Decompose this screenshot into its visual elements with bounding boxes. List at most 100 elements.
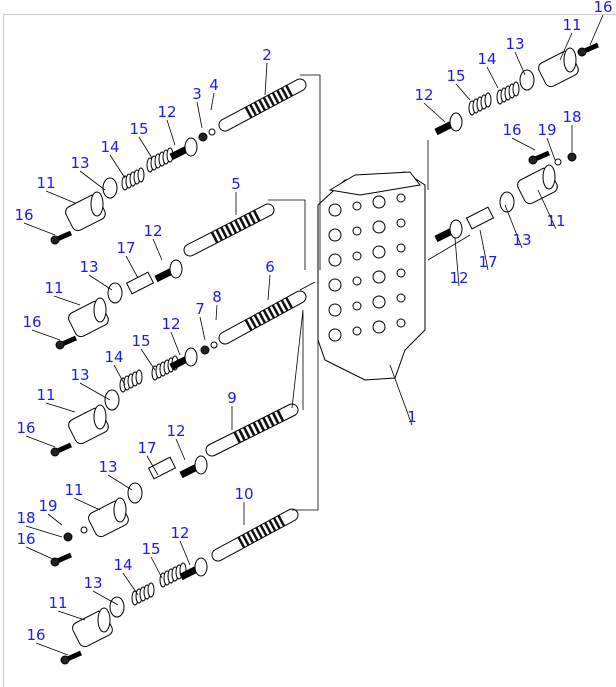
leader-line [486,66,499,89]
spool-land [258,99,267,112]
alignment-line [292,300,319,511]
cap-flange [113,497,127,523]
leader-line [166,119,176,146]
callout-label: 16 [16,530,35,548]
leader-line [546,137,556,161]
callout-label: 12 [143,222,162,240]
spool-land [252,209,261,222]
bolt-16 [50,442,73,457]
o-ring-13 [102,177,118,199]
port-hole [328,228,342,242]
spool-land [271,304,280,317]
piston-12 [169,137,198,161]
port-hole [396,293,406,303]
spring-coil [484,92,492,108]
cap-11 [65,191,106,232]
spool-land [234,219,242,232]
spring-coil [512,81,520,97]
spool-land [210,231,219,244]
leader-line [88,274,113,291]
bolt-head [60,655,70,665]
piston-head [184,347,198,367]
spool-land [276,301,285,314]
leader-line [175,438,186,461]
cap-flange [563,47,577,73]
callout-label: 13 [83,574,102,592]
leader-line [267,274,271,301]
port-hole [372,295,386,309]
spool-land [229,221,238,234]
leader-line [25,435,56,448]
callout-label: 6 [265,258,275,276]
callout-label: 15 [141,540,160,558]
callout-label: 2 [262,46,272,64]
callout-label: 13 [512,231,531,249]
spool-land [257,419,266,432]
leader-line [79,170,106,191]
leader-line [35,642,69,656]
cap-11 [88,497,129,538]
spool-land [250,529,259,542]
bolt-head [50,235,60,245]
spool-land [252,421,261,434]
plug-7 [200,345,210,355]
leader-line [47,513,63,526]
leader-line [25,525,63,538]
callout-label: 16 [14,206,33,224]
o-ring-19 [554,158,562,166]
cap-flange [90,191,104,217]
spool-land [244,106,253,119]
leader-line [199,316,206,341]
o-ring-8 [210,341,218,349]
spool-land [258,311,267,324]
port-hole [396,268,406,278]
leader-line [107,474,133,491]
leader-line [455,83,471,101]
bolt-16 [50,552,73,567]
callout-label: 19 [537,121,556,139]
port-hole [396,218,406,228]
leader-line [79,382,111,401]
alignment-line [268,199,306,270]
o-ring-13 [519,69,535,91]
spool-land [280,299,289,312]
spring-14 [121,167,145,191]
cap-flange [542,164,556,190]
o-ring-13 [107,282,123,304]
cap-flange [93,297,107,323]
port-hole [396,318,406,328]
callout-label: 17 [116,239,135,257]
spool-land [249,104,258,116]
plug-18 [63,532,73,542]
port-hole [372,220,386,234]
callout-label: 16 [593,0,612,16]
leader-line [514,51,526,76]
o-ring-13 [499,191,515,213]
callout-label: 19 [38,497,57,515]
piston-12 [169,347,198,371]
leader-line [423,102,446,123]
leader-line [45,190,76,204]
leader-line [25,546,56,561]
spool-land [248,212,256,225]
spool-land [277,514,286,527]
spool-9 [205,403,299,457]
bolt-head [577,47,587,57]
spool-land [247,424,256,437]
spool-land [271,412,280,425]
callout-label: 12 [166,422,185,440]
port-hole [352,326,362,336]
spring-14 [131,582,155,606]
plug-3 [198,132,208,142]
port-hole [352,201,362,211]
callout-label: 12 [414,86,433,104]
spool-land [267,94,276,107]
leader-line [140,348,156,371]
spool-land [253,101,262,114]
spring-15 [146,147,174,173]
cap-11 [538,47,579,88]
callout-label: 3 [192,85,202,103]
callout-label: 14 [113,556,132,574]
callout-label: 11 [64,481,83,499]
